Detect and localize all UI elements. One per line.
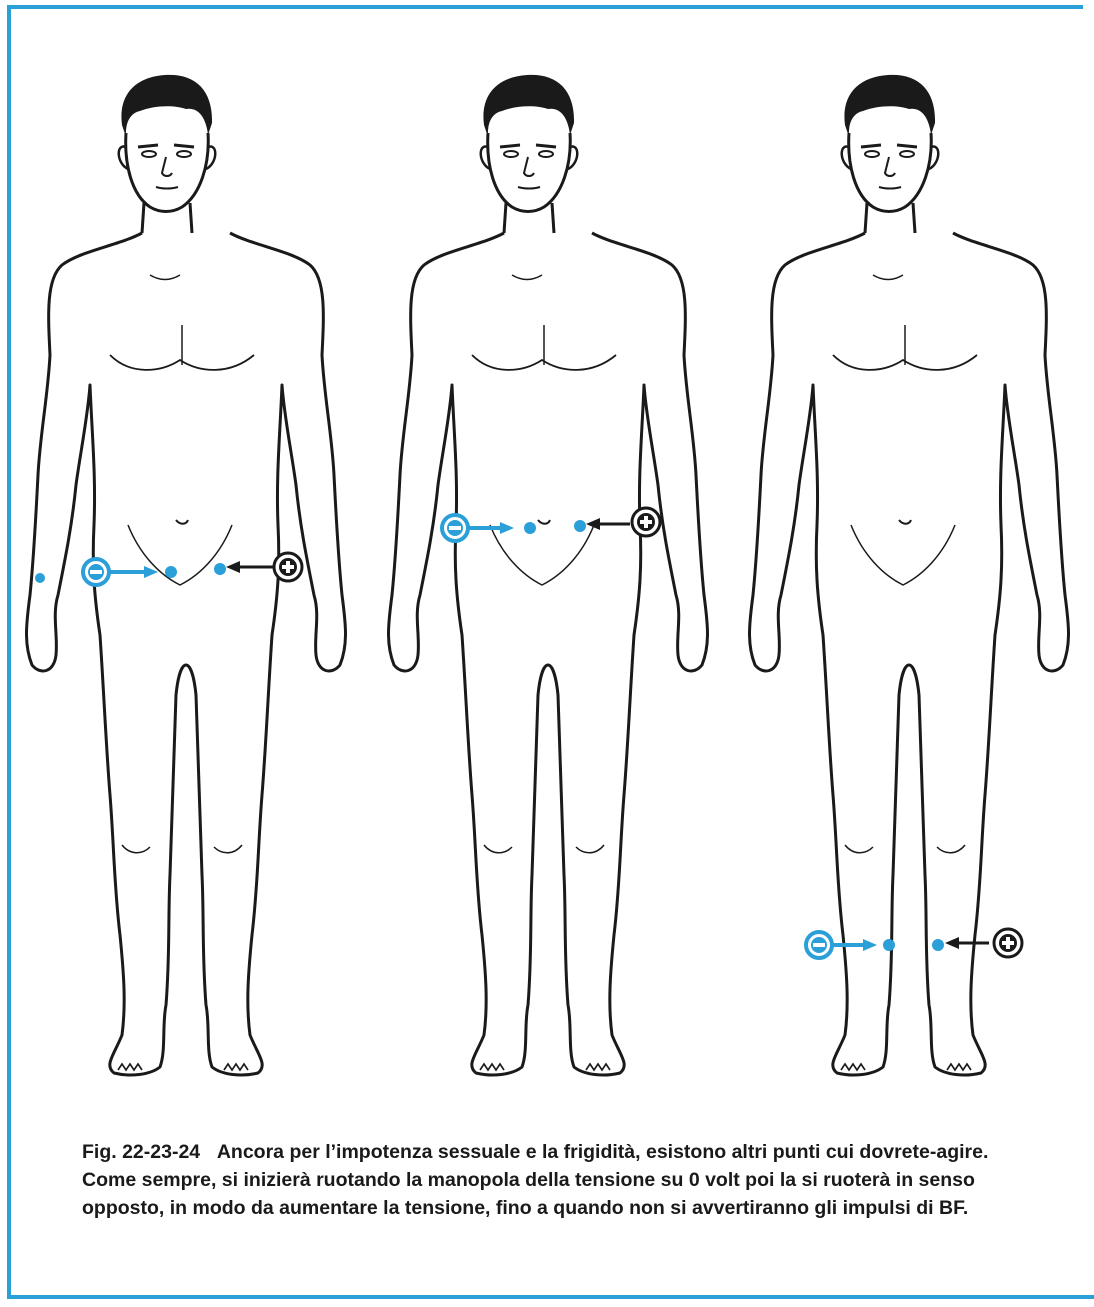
electrode-point xyxy=(214,563,226,575)
arrow-head-icon xyxy=(945,937,959,949)
electrode-point xyxy=(883,939,895,951)
electrode-group-abdomen xyxy=(442,508,660,541)
electrode-point xyxy=(35,573,45,583)
caption-label: Fig. 22-23-24 xyxy=(82,1141,200,1163)
electrode-point xyxy=(574,520,586,532)
negative-electrode-icon xyxy=(442,515,468,541)
electrode-point xyxy=(932,939,944,951)
electrode-point xyxy=(165,566,177,578)
negative-electrode-icon xyxy=(83,559,109,585)
positive-electrode-icon xyxy=(274,553,302,581)
electrode-point xyxy=(524,522,536,534)
figure-caption: Fig. 22-23-24 Ancora per l’impotenza ses… xyxy=(82,1138,1042,1222)
figure-24-body xyxy=(733,55,1083,1095)
negative-electrode-icon xyxy=(806,932,832,958)
arrow-head-icon xyxy=(226,561,240,573)
arrow-head-icon xyxy=(863,939,877,951)
figure-23-body xyxy=(372,55,722,1095)
electrode-group-hips xyxy=(35,553,302,585)
positive-electrode-icon xyxy=(994,929,1022,957)
electrode-group-ankles xyxy=(806,929,1022,958)
caption-text: Ancora per l’impotenza sessuale e la fri… xyxy=(82,1141,988,1219)
positive-electrode-icon xyxy=(632,508,660,536)
figure-22-body xyxy=(10,55,360,1095)
page-border-bottom xyxy=(7,1295,1094,1299)
arrow-head-icon xyxy=(500,522,514,534)
